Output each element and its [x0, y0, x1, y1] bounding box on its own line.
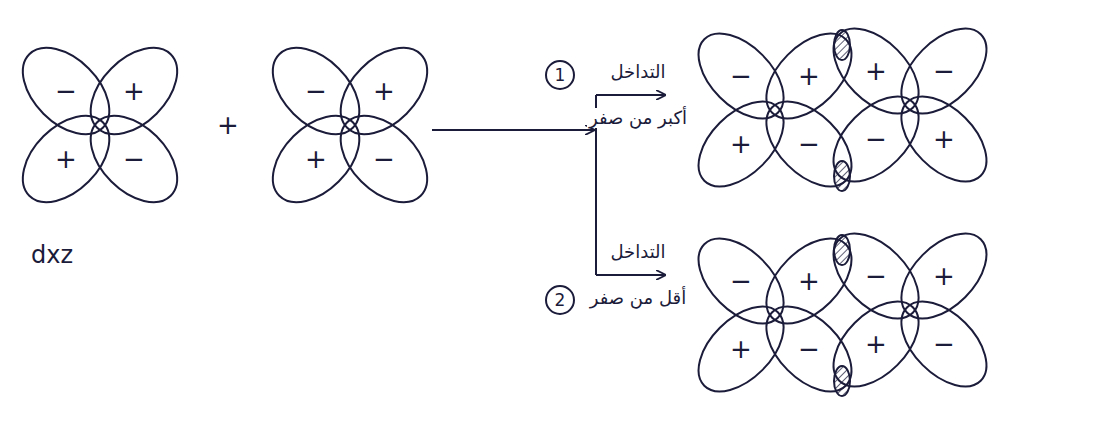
reaction-arrow [432, 129, 594, 131]
phase-sign: + [373, 78, 395, 104]
phase-sign: + [798, 268, 820, 294]
d-orbital [257, 32, 444, 219]
plus-operator: + [217, 112, 239, 138]
d-orbital [7, 32, 194, 219]
phase-sign: − [933, 331, 955, 357]
phase-sign: + [730, 131, 752, 157]
phase-sign: − [730, 63, 752, 89]
phase-sign: − [865, 263, 887, 289]
phase-sign: − [55, 78, 77, 104]
overlap-note: أقل من صفر [588, 288, 688, 308]
overlap-region [834, 366, 850, 396]
branch-arrow [596, 94, 665, 96]
phase-sign: − [865, 126, 887, 152]
phase-sign: + [123, 78, 145, 104]
phase-sign: − [373, 146, 395, 172]
overlap-label: التداخل [608, 242, 667, 262]
phase-sign: − [730, 268, 752, 294]
phase-sign: + [933, 263, 955, 289]
orbital-name: dxz [31, 243, 73, 267]
overlap-region [834, 30, 850, 60]
number-circle [546, 286, 574, 314]
phase-sign: + [730, 336, 752, 362]
d-orbital [818, 13, 1002, 197]
overlap-note: أكبر من صفر [587, 108, 689, 128]
phase-sign: + [55, 146, 77, 172]
overlap-label: التداخل [608, 62, 667, 82]
d-orbital [683, 18, 867, 202]
phase-sign: − [933, 58, 955, 84]
overlap-region [834, 235, 850, 265]
d-orbital [818, 218, 1002, 402]
number-circle [546, 61, 574, 89]
phase-sign: + [865, 58, 887, 84]
phase-sign: + [798, 63, 820, 89]
callout-number: 1 [555, 67, 566, 84]
phase-sign: + [865, 331, 887, 357]
phase-sign: − [305, 78, 327, 104]
callout-number: 2 [555, 292, 566, 309]
d-orbital [683, 223, 867, 407]
phase-sign: − [798, 336, 820, 362]
phase-sign: + [305, 146, 327, 172]
overlap-region [834, 161, 850, 191]
branch-arrow [596, 274, 665, 276]
phase-sign: − [798, 131, 820, 157]
phase-sign: − [123, 146, 145, 172]
phase-sign: + [933, 126, 955, 152]
